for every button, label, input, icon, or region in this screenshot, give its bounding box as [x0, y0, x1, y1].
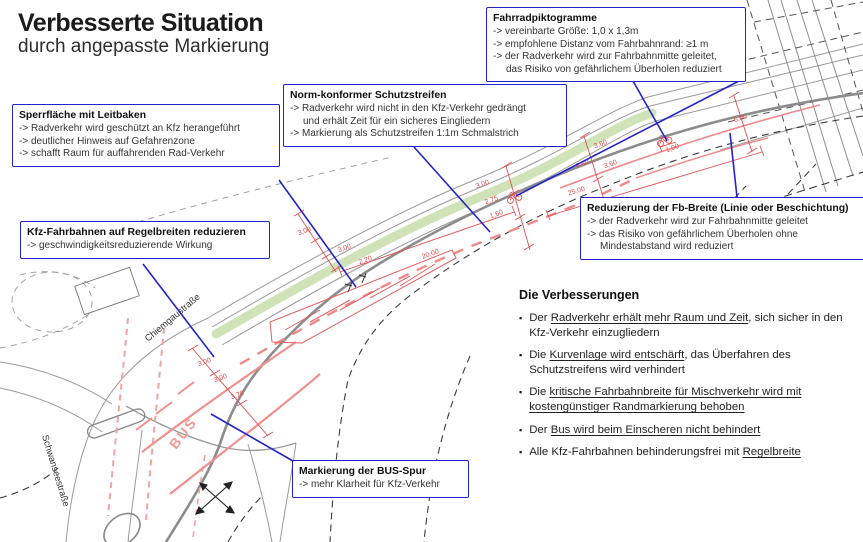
cross-street-lines — [727, 0, 863, 196]
callout-line: -> deutlicher Hinweis auf Gefahrenzone — [19, 135, 195, 147]
callout-title: Norm-konformer Schutzstreifen — [290, 90, 447, 101]
svg-text:3,00: 3,00 — [297, 226, 312, 237]
svg-text:3,60: 3,60 — [603, 159, 618, 170]
bullet-icon: ▪ — [519, 313, 523, 323]
sperrflaeche-hatch — [269, 249, 457, 344]
callout-sperrflaeche: Sperrfläche mit Leitbaken -> Radverkehr … — [12, 104, 280, 167]
bullet-icon: ▪ — [519, 350, 523, 361]
callout-title: Sperrfläche mit Leitbaken — [19, 110, 147, 121]
main-road-thick-edge — [164, 91, 863, 542]
callout-line: -> Radverkehr wird nicht in den Kfz-Verk… — [290, 103, 526, 114]
bicycle-pictogram-icon — [657, 134, 673, 147]
callout-line: -> schafft Raum für auffahrenden Rad-Ver… — [19, 148, 225, 159]
improvement-item: ▪ Der Radverkehr erhält mehr Raum und Ze… — [519, 311, 863, 340]
street-label-chiemgaustrasse: Chiemgaustraße — [143, 292, 202, 344]
title-block: Verbesserte Situation durch angepasste M… — [18, 10, 269, 59]
callout-line: und erhält Zeit für ein sicheres Einglie… — [303, 115, 491, 127]
improvement-item: ▪ Die kritische Fahrbahnbreite für Misch… — [519, 385, 863, 414]
svg-text:3,60: 3,60 — [593, 139, 608, 150]
callout-title: Kfz-Fahrbahnen auf Regelbreiten reduzier… — [27, 227, 246, 238]
svg-text:3,00: 3,00 — [197, 357, 212, 368]
parcel-dashed-lines — [0, 156, 393, 349]
callout-line: -> Markierung als Schutzstreifen 1:1m Sc… — [290, 128, 519, 139]
callout-title: Fahrradpiktogramme — [493, 13, 597, 24]
callout-line: Mindestabstand wird reduziert — [600, 241, 734, 252]
street-label-schwanseestrasse: Schwanseestraße — [40, 434, 71, 508]
svg-text:3,00: 3,00 — [213, 373, 228, 384]
svg-text:25,00: 25,00 — [567, 186, 586, 198]
callout-line: -> geschwindigkeitsreduzierende Wirkung — [27, 240, 213, 251]
callout-line: -> der Radverkehr wird zur Fahrbahnmitte… — [587, 216, 808, 227]
callout-line: -> empfohlene Distanz vom Fahrbahnrand: … — [493, 38, 709, 50]
protection-strip-green — [211, 108, 657, 339]
page-title: Verbesserte Situation — [18, 9, 264, 37]
improvement-text: Die kritische Fahrbahnbreite für Mischve… — [529, 386, 802, 413]
improvement-text: Alle Kfz-Fahrbahnen behinderungsfrei mit… — [529, 446, 801, 459]
bullet-icon: ▪ — [519, 387, 523, 398]
improvement-text: Der Radverkehr erhält mehr Raum und Zeit… — [529, 312, 843, 339]
dimension-lines — [187, 91, 765, 439]
bullet-icon: ▪ — [519, 424, 523, 435]
page-subtitle: durch angepasste Markierung — [18, 36, 270, 58]
bus-lane-label: BUS — [166, 414, 201, 452]
svg-text:6,00: 6,00 — [733, 113, 748, 124]
improvement-item: ▪ Der Bus wird beim Einscheren nicht beh… — [519, 423, 863, 438]
dimension-labels: 3,00 3,00 3,70 3,00 3,00 2,20 20,00 3,00… — [197, 113, 748, 401]
improvements-heading: Die Verbesserungen — [519, 288, 640, 302]
callout-leader-lines — [142, 80, 740, 462]
callout-line: -> mehr Klarheit für Kfz-Verkehr — [299, 479, 440, 490]
callout-norm-schutzstreifen: Norm-konformer Schutzstreifen -> Radverk… — [283, 84, 567, 147]
callout-line: -> vereinbarte Größe: 1,0 x 1,3m — [493, 26, 639, 37]
bullet-icon: ▪ — [519, 447, 523, 458]
improvements-section: Die Verbesserungen ▪ Der Radverkehr erhä… — [519, 288, 863, 468]
leitbaken-marks — [344, 272, 367, 293]
improvement-item: ▪ Die Kurvenlage wird entschärft, das Üb… — [519, 348, 863, 377]
svg-text:3,00: 3,00 — [337, 243, 352, 254]
traffic-islands — [86, 408, 146, 542]
svg-text:1,00: 1,00 — [665, 143, 680, 154]
callout-title: Markierung der BUS-Spur — [299, 466, 427, 477]
lane-shift-arrow — [195, 481, 236, 515]
callout-line: das Risiko von gefährlichem Überholen re… — [506, 63, 722, 75]
svg-text:6,60: 6,60 — [575, 159, 590, 170]
callout-line: -> der Radverkehr wird zur Fahrbahnmitte… — [493, 51, 717, 62]
improvement-text: Die Kurvenlage wird entschärft, das Über… — [529, 349, 791, 376]
building-outline — [74, 266, 140, 316]
callout-fahrradpiktogramme: Fahrradpiktogramme -> vereinbarte Größe:… — [486, 7, 746, 82]
callout-title: Reduzierung der Fb-Breite (Linie oder Be… — [587, 203, 849, 214]
svg-text:2,75: 2,75 — [484, 195, 499, 206]
callout-line: -> das Risiko von gefährlichem Überholen… — [587, 228, 798, 240]
callout-reduzierung-fb-breite: Reduzierung der Fb-Breite (Linie oder Be… — [580, 197, 863, 260]
svg-text:3,00: 3,00 — [475, 179, 490, 190]
svg-text:3,70: 3,70 — [230, 390, 245, 401]
callout-line: -> Radverkehr wird geschützt an Kfz hera… — [19, 123, 240, 134]
callout-bus-spur: Markierung der BUS-Spur -> mehr Klarheit… — [292, 460, 469, 498]
callout-kfz-fahrbahnen: Kfz-Fahrbahnen auf Regelbreiten reduzier… — [20, 221, 270, 259]
svg-text:1,60: 1,60 — [489, 209, 504, 220]
svg-text:2,20: 2,20 — [358, 255, 373, 266]
red-markings — [107, 104, 821, 539]
improvement-item: ▪ Alle Kfz-Fahrbahnen behinderungsfrei m… — [519, 445, 863, 460]
improvement-text: Der Bus wird beim Einscheren nicht behin… — [529, 423, 761, 436]
